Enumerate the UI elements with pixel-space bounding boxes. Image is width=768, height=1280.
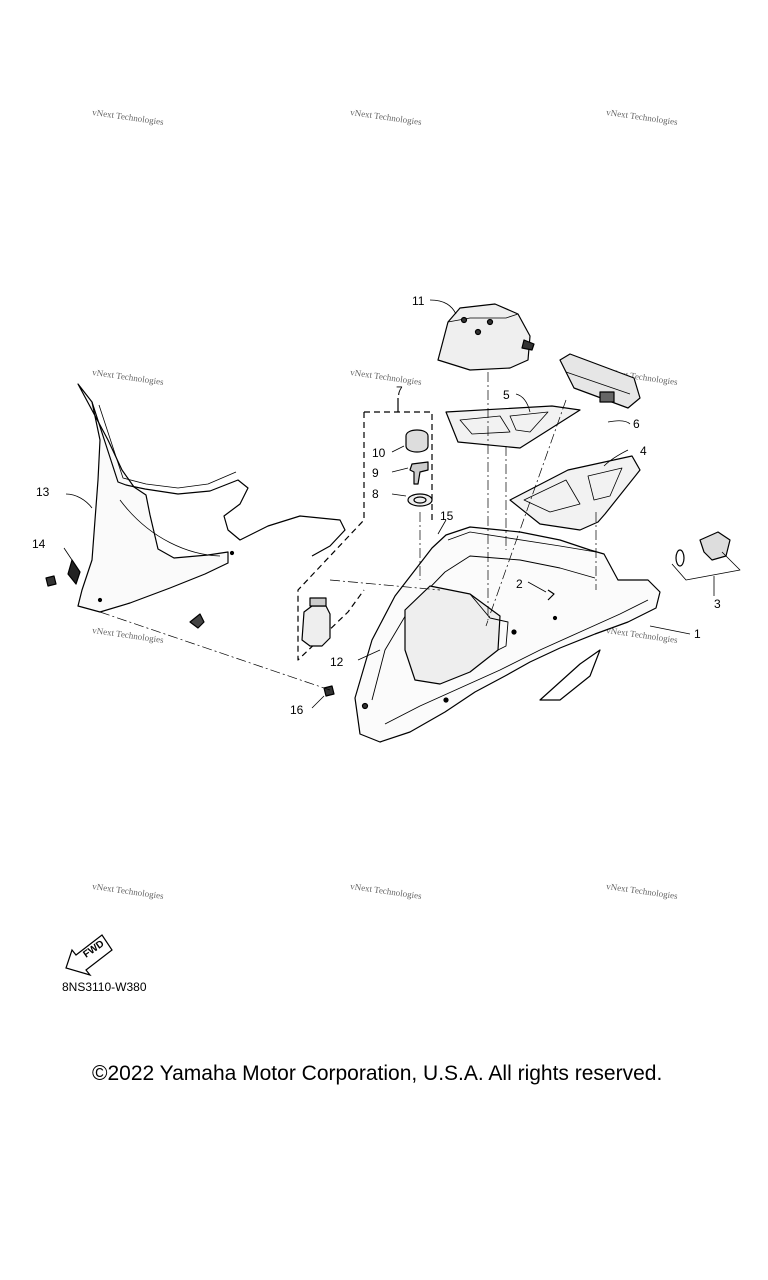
callout-13: 13 (36, 485, 50, 499)
callout-4: 4 (640, 444, 647, 458)
callout-16: 16 (290, 703, 304, 717)
air-duct-part-5 (445, 405, 581, 449)
callout-3: 3 (714, 597, 721, 611)
callout-6: 6 (633, 417, 640, 431)
callout-7: 7 (396, 384, 403, 398)
callout-5: 5 (503, 388, 510, 402)
screw-grommet-part (671, 531, 741, 581)
callout-15: 15 (440, 509, 454, 523)
switch-assembly (297, 398, 433, 661)
callout-12: 12 (330, 655, 344, 669)
air-duct-part-4 (509, 455, 641, 531)
windshield-part (67, 383, 346, 629)
meter-unit-part (559, 353, 641, 409)
diagram-code: 8NS3110-W380 (62, 980, 147, 994)
callout-14: 14 (32, 537, 46, 551)
callout-10: 10 (372, 446, 386, 460)
fwd-arrow-icon (65, 934, 113, 977)
fastener-16 (323, 685, 335, 697)
cover-part (437, 303, 535, 371)
callout-1: 1 (694, 627, 701, 641)
fastener-2 (547, 589, 555, 601)
callout-9: 9 (372, 466, 379, 480)
callout-8: 8 (372, 487, 379, 501)
callout-2: 2 (516, 577, 523, 591)
lower-cowl-part (354, 526, 661, 743)
copyright-notice: ©2022 Yamaha Motor Corporation, U.S.A. A… (92, 1062, 663, 1085)
fastener-14 (45, 575, 57, 587)
callout-11: 11 (412, 294, 425, 308)
